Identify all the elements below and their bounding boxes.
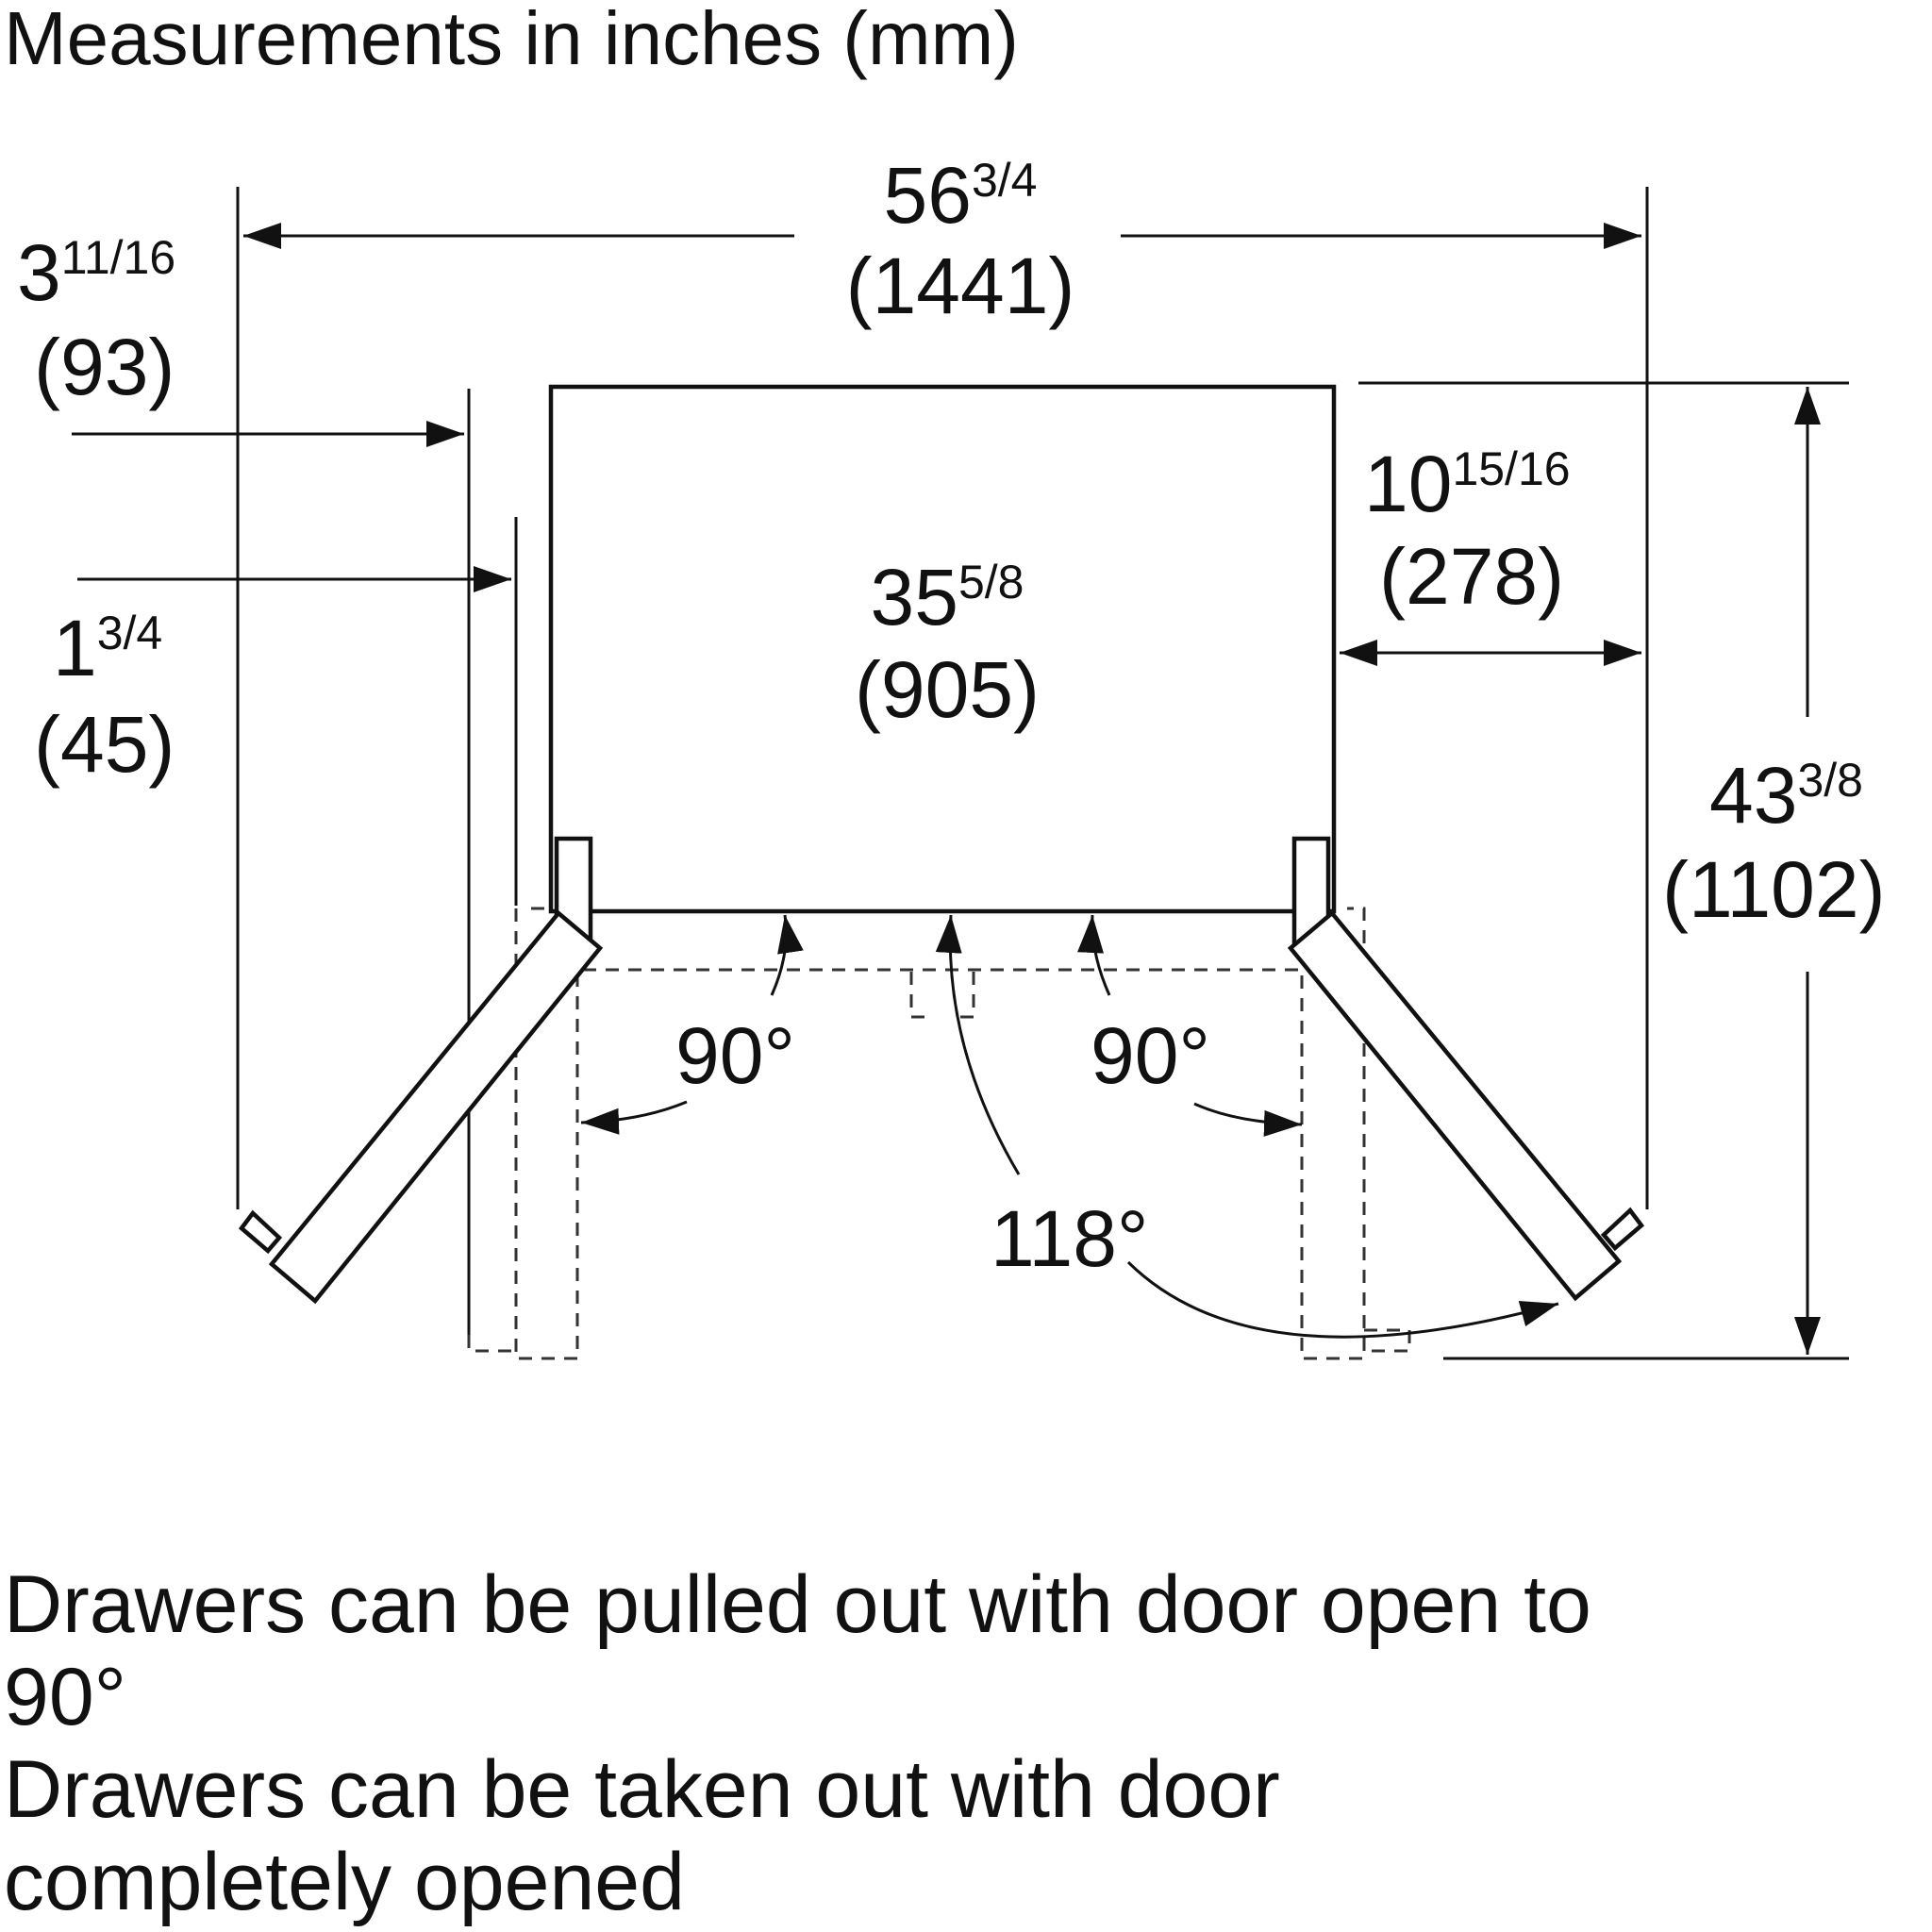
cabinet-width-inches: 35 bbox=[871, 553, 958, 641]
left-door bbox=[238, 909, 604, 1305]
door-offset-mm: (45) bbox=[34, 700, 175, 789]
extension-lines bbox=[236, 187, 1849, 1360]
overall-depth-inches: 43 bbox=[1709, 751, 1797, 840]
note-line-4: completely opened bbox=[4, 1837, 685, 1927]
svg-text:433/8: 433/8 bbox=[1709, 751, 1863, 840]
label-overall-width: 563/4 (1441) bbox=[846, 151, 1075, 330]
refrigerator-cabinet bbox=[548, 384, 1337, 914]
note-line-3: Drawers can be taken out with door bbox=[4, 1744, 1280, 1835]
right-clearance-inches: 10 bbox=[1364, 440, 1452, 528]
right-clearance-mm: (278) bbox=[1379, 532, 1564, 621]
page-title: Measurements in inches (mm) bbox=[4, 0, 1019, 80]
right-clearance-fraction: 15/16 bbox=[1452, 442, 1570, 495]
notes: Drawers can be pulled out with door open… bbox=[4, 1559, 1591, 1927]
angle-arcs bbox=[580, 914, 1559, 1339]
label-cabinet-width: 355/8 (905) bbox=[855, 553, 1040, 734]
cabinet-width-mm: (905) bbox=[855, 645, 1040, 734]
cabinet-width-fraction: 5/8 bbox=[958, 556, 1024, 608]
right-door-angle-label: 90° bbox=[1091, 1011, 1210, 1100]
full-open-angle-label: 118° bbox=[991, 1194, 1149, 1283]
door-offset-fraction: 3/4 bbox=[97, 607, 163, 659]
overall-width-mm: (1441) bbox=[846, 242, 1075, 330]
overall-depth-mm: (1102) bbox=[1662, 845, 1886, 934]
label-overall-depth: 433/8 (1102) bbox=[1662, 751, 1886, 934]
left-door-angle-label: 90° bbox=[675, 1011, 795, 1100]
left-clearance-fraction: 11/16 bbox=[61, 231, 175, 284]
note-line-1: Drawers can be pulled out with door open… bbox=[4, 1559, 1591, 1650]
right-door bbox=[1287, 909, 1645, 1302]
svg-text:311/16: 311/16 bbox=[17, 228, 175, 317]
left-clearance-mm: (93) bbox=[34, 323, 175, 411]
label-left-clearance: 311/16 (93) bbox=[17, 228, 175, 411]
left-clearance-inches: 3 bbox=[17, 228, 61, 317]
label-right-clearance: 1015/16 (278) bbox=[1364, 440, 1571, 621]
svg-text:13/4: 13/4 bbox=[53, 604, 162, 692]
overall-width-fraction: 3/4 bbox=[972, 154, 1038, 207]
svg-text:355/8: 355/8 bbox=[871, 553, 1024, 641]
door-offset-inches: 1 bbox=[53, 604, 97, 692]
overall-depth-fraction: 3/8 bbox=[1797, 754, 1863, 807]
svg-text:563/4: 563/4 bbox=[884, 151, 1038, 240]
overall-width-inches: 56 bbox=[884, 151, 972, 240]
note-line-2: 90° bbox=[4, 1652, 126, 1742]
label-door-offset: 13/4 (45) bbox=[34, 604, 175, 789]
drawer-dashed-outlines bbox=[467, 907, 1411, 1360]
svg-text:1015/16: 1015/16 bbox=[1364, 440, 1571, 528]
